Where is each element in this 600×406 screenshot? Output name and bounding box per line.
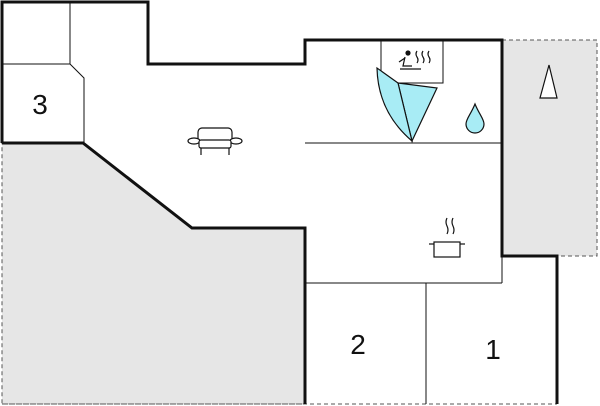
north-arrow-icon (539, 64, 558, 99)
exterior-wall (0, 0, 559, 404)
bedroom-1-floor (426, 283, 557, 404)
room-number-3: 3 (32, 89, 48, 120)
sofa-icon (187, 127, 243, 155)
sauna-bench-arc (376, 66, 414, 143)
water-drop-icon (465, 102, 485, 134)
bedroom-2-floor (305, 283, 426, 404)
sauna-icon (398, 50, 431, 70)
room-number-2: 2 (350, 329, 366, 360)
cooking-pot-icon (429, 217, 465, 258)
interior-walls (2, 2, 503, 404)
room-number-1: 1 (485, 334, 501, 365)
exterior-wall-diagonal (2, 141, 307, 404)
